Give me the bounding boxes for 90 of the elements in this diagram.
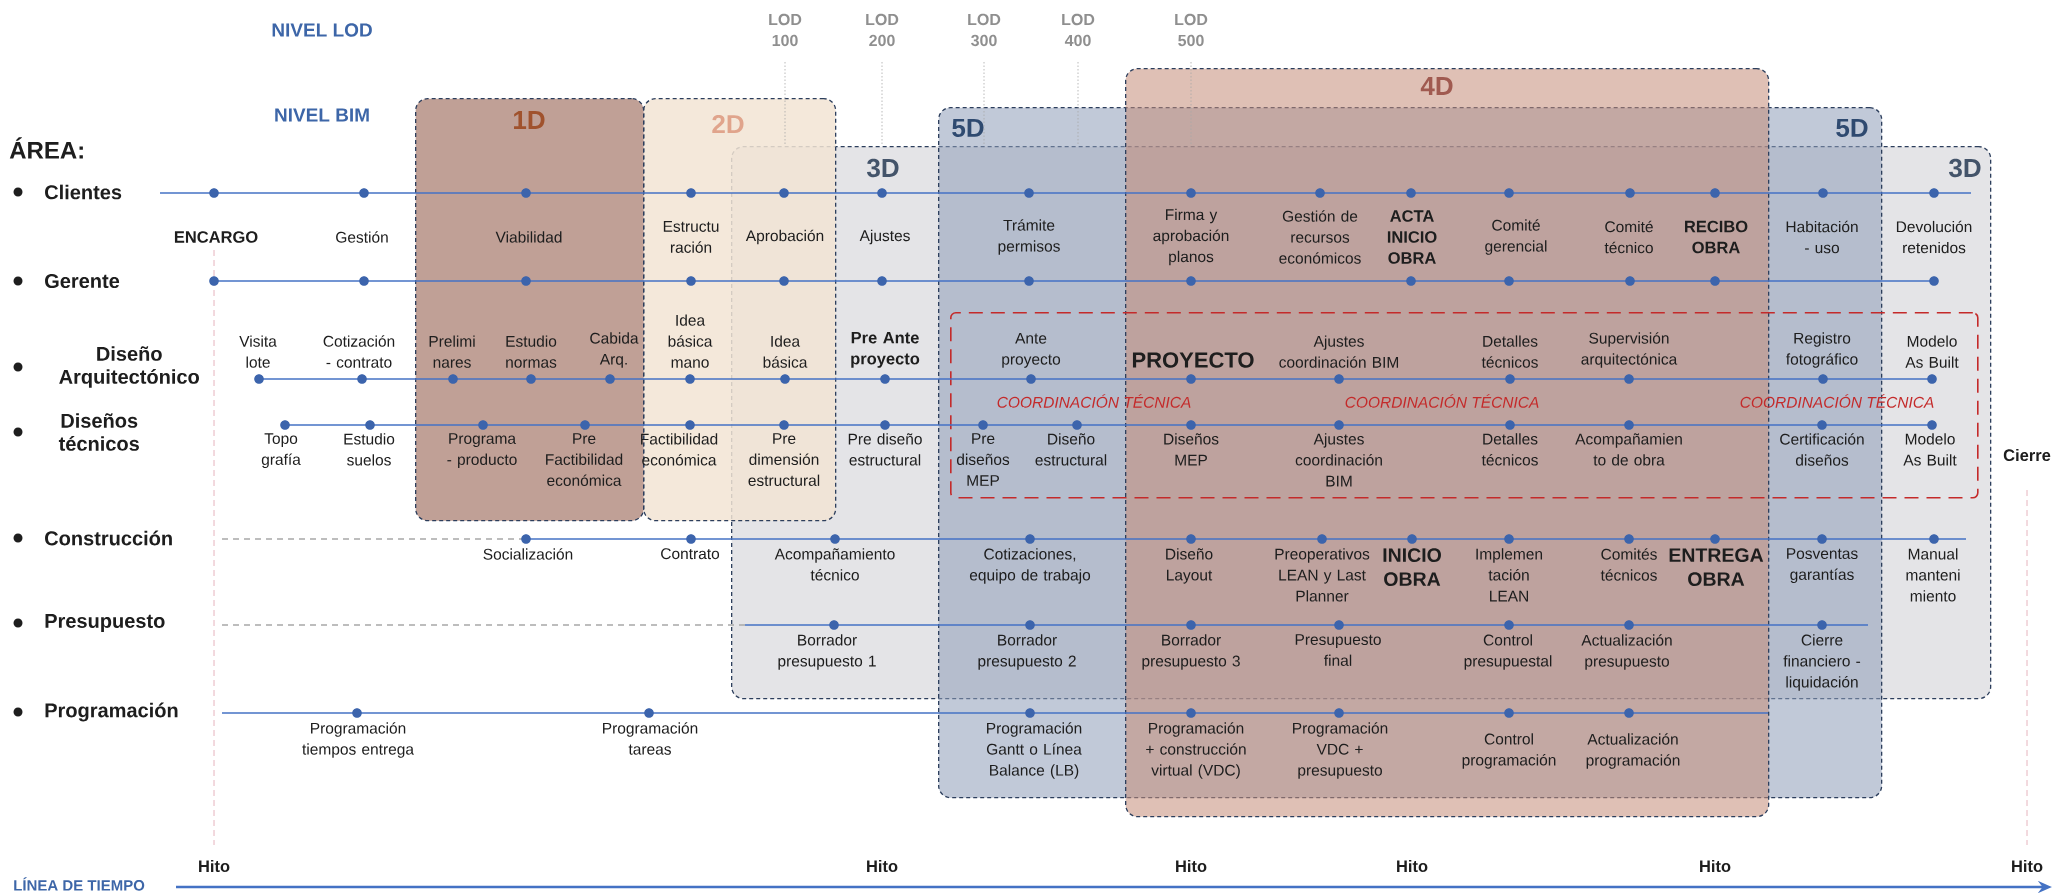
activity-label: Preoperativos LEAN y Last Planner: [1275, 548, 1370, 602]
activity-label: Modelo As Built: [1905, 335, 1959, 368]
activity-label: Prelimi nares: [429, 335, 475, 368]
activity-label: Ajustes: [859, 229, 910, 245]
activity-label: Programación + construcción virtual (VDC): [1146, 722, 1246, 779]
milestone-label: Hito: [1700, 859, 1731, 873]
area-label: Diseños técnicos: [58, 413, 139, 451]
activity-label: Pre diseños MEP: [956, 433, 1010, 486]
activity-label: Control programación: [1462, 733, 1556, 769]
activity-label: Acompañamien to de obra: [1575, 433, 1682, 466]
activity-label: Comités técnicos: [1600, 548, 1657, 581]
activity-label: Programación tareas: [603, 722, 698, 755]
area-label: Clientes: [45, 184, 122, 200]
activity-label: Habitación - uso: [1786, 220, 1858, 254]
activity-label: Programación Gantt o Línea Balance (LB): [986, 722, 1082, 779]
activity-label: Idea básica: [763, 335, 808, 368]
activity-label: Ajustes coordinación BIM: [1279, 335, 1398, 368]
activity-label: RECIBO OBRA: [1685, 220, 1748, 254]
activity-label: Pre diseño estructural: [848, 433, 922, 466]
activity-label: Pre Factibilidad económica: [546, 433, 623, 486]
activity-label: Viabilidad: [495, 231, 562, 243]
activity-label: ENCARGO: [174, 231, 258, 243]
activity-label: Trámite permisos: [998, 219, 1060, 255]
activity-label: Cierre financiero - liquidación: [1783, 634, 1861, 691]
activity-label: Manual manteni miento: [1906, 548, 1960, 602]
activity-label: Actualización programación: [1586, 733, 1680, 769]
activity-label: Socialización: [483, 548, 573, 560]
activity-label: Actualización presupuesto: [1581, 634, 1672, 670]
activity-label: Ajustes coordinación BIM: [1295, 433, 1382, 487]
activity-label: Cotizaciones, equipo de trabajo: [969, 548, 1091, 584]
lod-label: LOD 400: [1062, 13, 1095, 47]
activity-label: Programación VDC + presupuesto: [1293, 722, 1388, 779]
activity-label: Presupuesto final: [1295, 634, 1381, 666]
activity-label: ACTA INICIO OBRA: [1387, 210, 1437, 264]
activity-label: Borrador presupuesto 3: [1142, 634, 1240, 670]
activity-label: Posventas garantías: [1787, 548, 1858, 584]
activity-label: Gestión de recursos económicos: [1279, 210, 1361, 264]
activity-label: ENTREGA OBRA: [1669, 548, 1764, 586]
activity-label: Cabida Arq.: [590, 332, 639, 368]
axis-title: LÍNEA DE TIEMPO: [14, 877, 145, 891]
activity-label: Supervisión arquitectónica: [1581, 332, 1678, 368]
activity-label: Programa - producto: [447, 433, 517, 469]
milestone-label: Hito: [1397, 859, 1428, 873]
activity-label: Pre dimensión estructural: [748, 433, 820, 486]
activity-label: Gestión: [336, 231, 388, 243]
activity-label: Contrato: [661, 548, 720, 560]
activity-label: Acompañamiento técnico: [774, 548, 895, 581]
milestone-label: Hito: [867, 859, 898, 873]
activity-label: Registro fotográfico: [1786, 332, 1858, 368]
area-label: Diseño Arquitectónico: [59, 346, 199, 388]
activity-label: Certificación diseños: [1780, 433, 1864, 466]
activity-label: Cotización - contrato: [323, 335, 395, 368]
activity-label: Estructu ración: [663, 221, 719, 253]
activity-label: Estudio normas: [506, 335, 557, 368]
milestone-label: Hito: [199, 859, 230, 873]
activity-label: Borrador presupuesto 2: [978, 634, 1076, 670]
area-label: Presupuesto: [45, 614, 165, 632]
lod-label: LOD 200: [866, 13, 899, 47]
activity-label: Comité técnico: [1604, 220, 1653, 254]
area-label: Construcción: [45, 530, 172, 546]
activity-label: Topo grafía: [261, 433, 301, 469]
activity-label: Detalles técnicos: [1481, 335, 1538, 368]
activity-label: Estudio suelos: [344, 433, 395, 466]
activity-label: PROYECTO: [1132, 352, 1254, 368]
activity-label: Ante proyecto: [1002, 332, 1061, 368]
area-label: Gerente: [45, 273, 120, 289]
activity-label: Implemen tación LEAN: [1476, 548, 1542, 602]
activity-label: Modelo As Built: [1903, 433, 1957, 466]
activity-label: Firma y aprobación planos: [1153, 208, 1229, 266]
activity-label: Control presupuestal: [1464, 634, 1552, 670]
activity-label: Borrador presupuesto 1: [778, 634, 876, 670]
activity-label: Devolución retenidos: [1896, 220, 1972, 254]
heading: NIVEL BIM: [275, 108, 369, 122]
activity-label: Diseños MEP: [1164, 433, 1219, 466]
activity-label: Comité gerencial: [1485, 219, 1547, 255]
activity-label: Programación tiempos entrega: [302, 722, 414, 758]
activity-label: Aprobación: [745, 229, 824, 245]
lod-label: LOD 300: [968, 13, 1001, 47]
heading: ÁREA:: [9, 137, 83, 159]
activity-label: Diseño Layout: [1166, 548, 1213, 584]
activity-label: Idea básica mano: [668, 314, 713, 368]
milestone-label: Hito: [1176, 859, 1207, 873]
activity-label: Detalles técnicos: [1481, 433, 1538, 466]
activity-label: Pre Ante proyecto: [851, 332, 920, 368]
activity-label: Diseño estructural: [1035, 433, 1107, 466]
activity-label: INICIO OBRA: [1383, 548, 1441, 586]
milestone-label: Hito: [2012, 859, 2043, 873]
area-label: Programación: [45, 702, 178, 722]
activity-label: Visita lote: [239, 335, 277, 368]
milestone-label: Cierre: [2003, 448, 2051, 462]
